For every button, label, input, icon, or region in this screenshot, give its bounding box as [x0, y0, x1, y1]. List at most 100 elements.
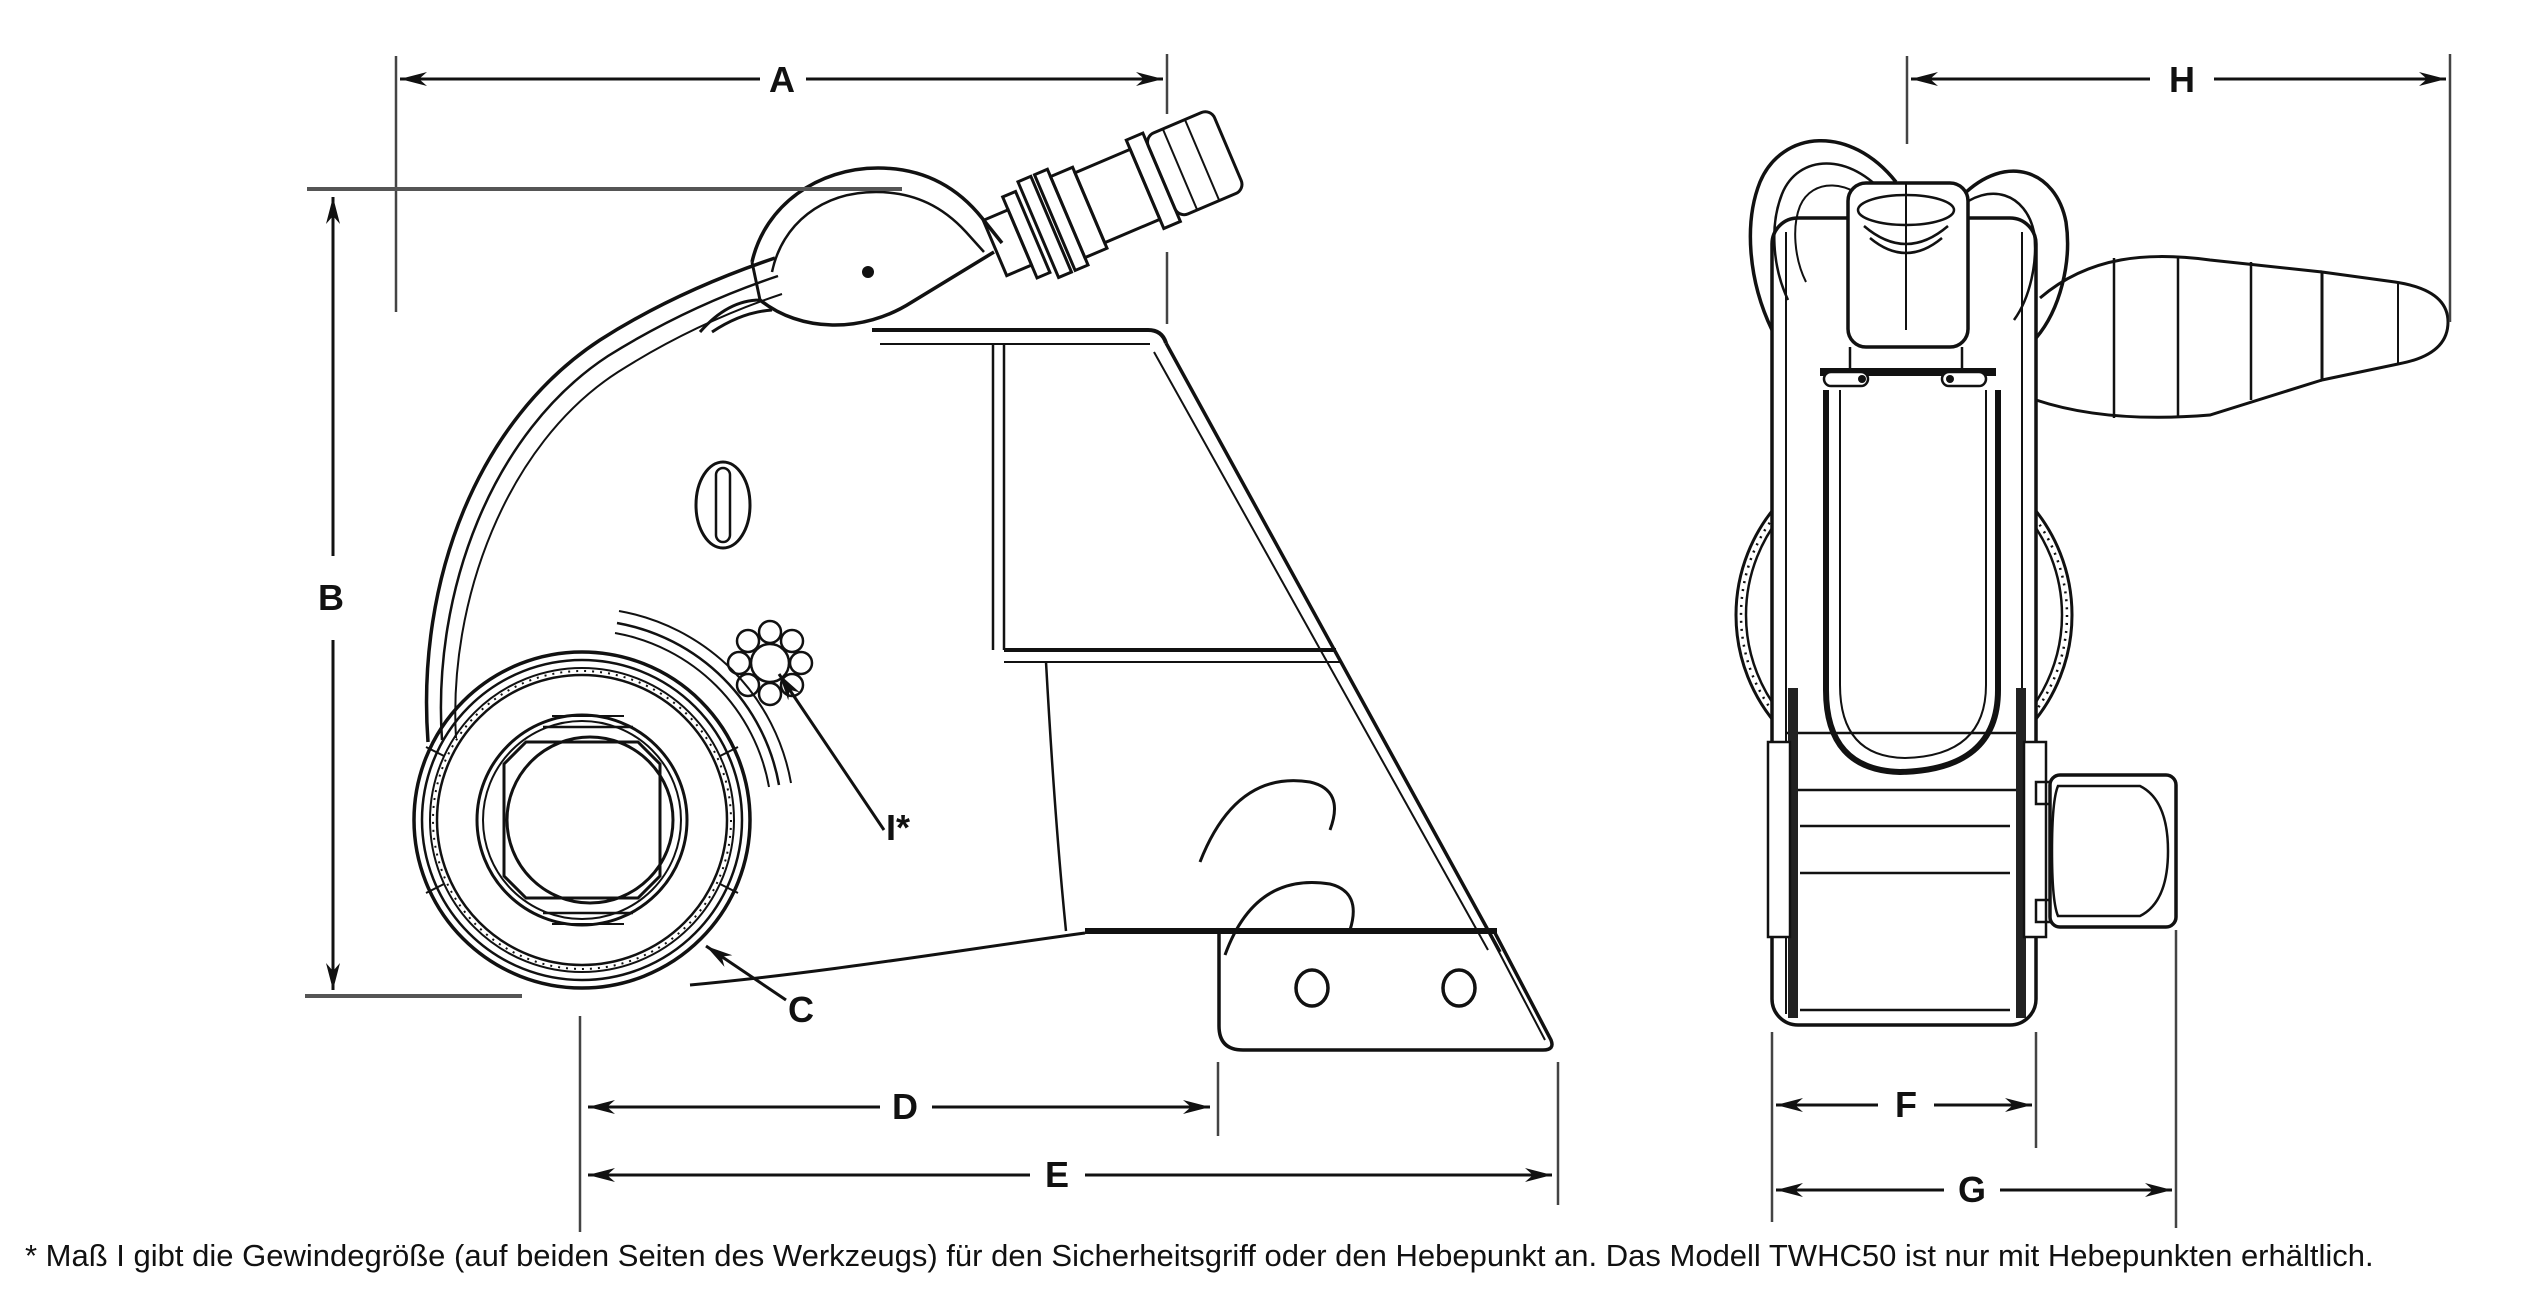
cassette-ring-2: [420, 658, 744, 982]
foot-right-edge-inner: [1488, 932, 1546, 1041]
foot-hole-left: [1294, 968, 1330, 1008]
dimension-f-label: F: [1895, 1084, 1917, 1125]
knurl-rim-dots: [1739, 450, 2069, 780]
body-lug-right: [1940, 370, 1988, 388]
daisy-petal: [757, 681, 783, 707]
arm-underside-curve: [689, 931, 1086, 987]
bore-arc-3: [614, 632, 770, 788]
hose-loop-right-2: [1955, 192, 2037, 321]
coupler-cap-line-1: [1161, 128, 1199, 211]
dimension-b: B: [305, 187, 902, 998]
dimension-c: C: [705, 944, 814, 1030]
coupler-horn-bottom: [2035, 378, 2323, 419]
block-outline: [2048, 773, 2178, 929]
dimension-a-label: A: [769, 59, 795, 100]
thread-hole-daisy: [726, 619, 814, 707]
hose-loop-left-2: [1773, 162, 1887, 301]
dimension-b-label: B: [318, 577, 344, 618]
coupler-horn-divisions: [2112, 258, 2253, 418]
body-lug-left: [1822, 370, 1870, 388]
swivel-cap-front: [1846, 181, 1970, 368]
coupler-tip: [2320, 270, 2450, 382]
side-plate-right: [2022, 740, 2048, 939]
daisy-center: [749, 642, 791, 684]
bore-arc-1: [616, 621, 781, 786]
coupler-flange: [1000, 189, 1052, 280]
dimension-e: E: [588, 1062, 1560, 1205]
elbow-pivot-dot: [862, 266, 874, 278]
square-drive-outline: [502, 740, 662, 900]
elbow-outer-arc: [750, 166, 1004, 263]
side-plate-left: [1766, 740, 1792, 939]
swivel-column: [1848, 347, 1964, 368]
dimension-d-label: D: [892, 1086, 918, 1127]
dimension-g: G: [1776, 930, 2178, 1228]
dimension-e-label: E: [1045, 1154, 1069, 1195]
daisy-petal: [757, 619, 783, 645]
dimension-g-label: G: [1958, 1169, 1986, 1210]
coupler-neck: [981, 207, 1034, 278]
drive-insert-circle: [505, 735, 675, 905]
elbow-base: [698, 261, 773, 334]
cassette-ring-1: [412, 650, 752, 990]
dimension-f: F: [1770, 1032, 2038, 1222]
arm-scallop-2: [1223, 881, 1355, 956]
dimension-h-label: H: [2169, 59, 2195, 100]
cassette-ring-4: [435, 673, 729, 967]
coupler-step: [1124, 131, 1183, 231]
side-band-left: [1788, 688, 1798, 1018]
cassette-knurl-ring: [432, 670, 732, 970]
body-dark-band: [1820, 368, 1996, 376]
arm-outer-edge: [1164, 342, 1502, 953]
cassette-slot-front: [1823, 390, 2001, 776]
side-band-right: [2016, 688, 2026, 1018]
side-view-drawing: [412, 110, 1554, 1052]
daisy-petal: [735, 628, 761, 654]
swivel-elbow: [698, 166, 1004, 334]
coupler-cap-line-2: [1184, 119, 1221, 201]
housing-joint-lines: [991, 344, 1006, 650]
daisy-petal: [735, 672, 761, 698]
hydraulic-coupler: [981, 110, 1244, 280]
daisy-petal: [788, 650, 814, 676]
front-view-drawing: [1734, 139, 2450, 1027]
side-view-dimensions: A B C I* D: [305, 54, 1560, 1232]
dimension-a: A: [394, 54, 1169, 324]
front-view-dimensions: H F G: [1770, 54, 2452, 1228]
block-inner: [2050, 784, 2170, 918]
elbow-inner-arc: [770, 190, 985, 273]
ring-tick-marks: [425, 746, 739, 894]
dimension-i-label: I*: [886, 807, 910, 848]
coupler-ring-1: [1015, 174, 1074, 280]
daisy-petal: [779, 628, 805, 654]
housing-outer-curve: [424, 256, 776, 743]
drive-bore-inner: [482, 720, 682, 920]
housing-top-edge: [872, 328, 1168, 344]
bore-arc-2: [618, 610, 792, 784]
coupler-cap: [1146, 110, 1244, 217]
dimension-h: H: [1905, 54, 2452, 322]
drive-cassette: [412, 650, 752, 990]
hose-loop-left-1: [1748, 139, 1898, 331]
coupler-body: [1072, 147, 1162, 245]
elbow-underside: [758, 250, 995, 327]
dim-c-leader: [705, 944, 787, 1002]
hose-loop-right-1: [1960, 169, 2070, 340]
daisy-petal: [726, 650, 752, 676]
dimension-d: D: [578, 1016, 1220, 1232]
slot-slit: [714, 466, 732, 544]
arm-scallop-1: [1198, 779, 1336, 863]
swivel-cap-outline: [1846, 181, 1970, 349]
body-step-lines: [1786, 731, 2022, 1012]
coupler-horn-top: [2039, 255, 2323, 300]
housing-curve-2: [439, 274, 779, 741]
cassette-slot-front-inner: [1839, 390, 1987, 760]
body-lug-dot-left: [1858, 375, 1866, 383]
dim-i-leader: [777, 673, 886, 831]
dimension-i: I*: [777, 673, 910, 848]
body-lug-dot-right: [1946, 375, 1954, 383]
lifting-point-block: [2034, 773, 2178, 929]
arm-inner-edge: [1044, 661, 1068, 932]
